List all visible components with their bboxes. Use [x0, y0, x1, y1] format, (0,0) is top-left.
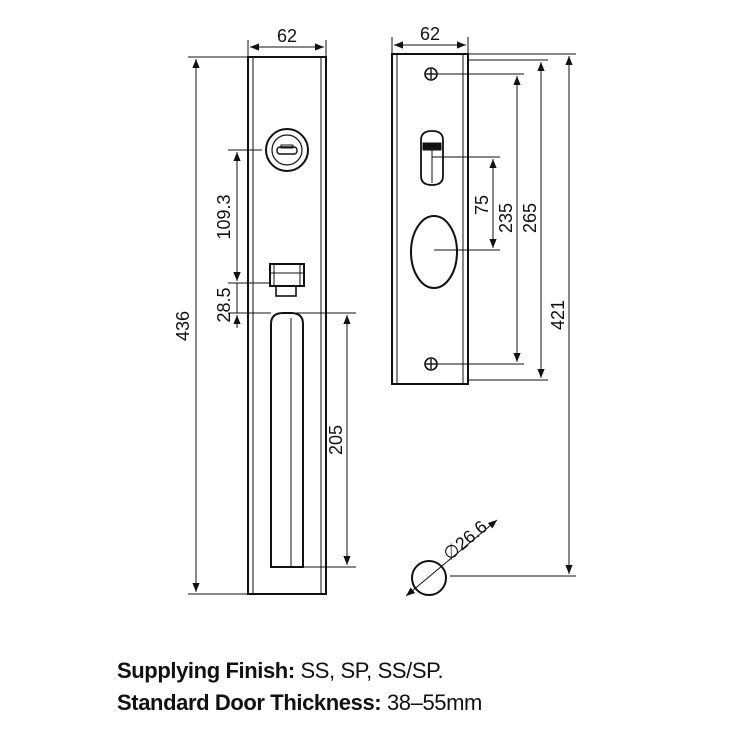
supplying-finish-line: Supplying Finish: SS, SP, SS/SP. — [117, 655, 737, 687]
thumbturn-to-hole-label: 75 — [472, 195, 492, 215]
hole-diameter-label: ∅26.6 — [439, 516, 491, 564]
hole-to-bottom-screw-label: 235 — [496, 203, 516, 233]
key-cylinder — [265, 128, 309, 172]
back-width-label: 62 — [420, 24, 440, 44]
cylinder-to-thumb-label: 109.3 — [214, 194, 234, 239]
diameter-leader-line — [405, 519, 498, 597]
front-height-label: 436 — [173, 311, 193, 341]
back-plate-view — [391, 53, 469, 385]
thumb-to-handle-label: 28.5 — [214, 287, 234, 322]
front-width-label: 62 — [277, 26, 297, 46]
lock-technical-drawing: 62 62 436 109.3 28.5 205 75 235 265 421 … — [173, 24, 576, 597]
door-thickness-value: 38–55mm — [386, 690, 482, 715]
specification-captions: Supplying Finish: SS, SP, SS/SP. Standar… — [117, 655, 737, 719]
bottom-screw — [424, 357, 438, 371]
door-thickness-label: Standard Door Thickness: — [117, 690, 382, 715]
front-plate-view — [247, 56, 327, 595]
back-dimensions — [391, 37, 576, 577]
front-dimensions — [188, 40, 356, 595]
top-screw — [424, 67, 438, 81]
thumbturn-slot — [420, 130, 444, 186]
spindle-hole — [410, 215, 458, 289]
diameter-circle — [411, 560, 447, 596]
front-plate-outline — [247, 56, 327, 595]
door-thickness-line: Standard Door Thickness: 38–55mm — [117, 687, 737, 719]
screw-spacing-label: 265 — [520, 203, 540, 233]
hole-diameter-detail — [405, 519, 498, 597]
back-plate-outline — [391, 53, 469, 385]
thumb-piece — [269, 263, 305, 297]
handle-length-label: 205 — [326, 425, 346, 455]
supplying-finish-label: Supplying Finish: — [117, 658, 295, 683]
handle-grip — [270, 312, 304, 568]
overall-height-label: 421 — [548, 300, 568, 330]
supplying-finish-value: SS, SP, SS/SP. — [300, 658, 444, 683]
